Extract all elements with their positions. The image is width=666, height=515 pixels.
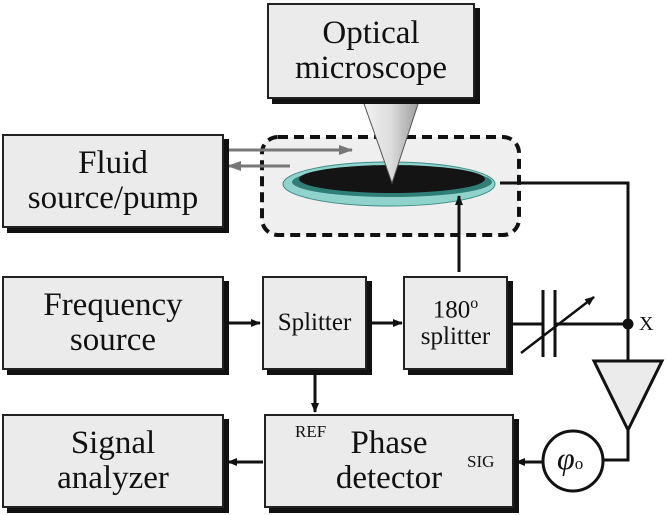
splitter-label: Splitter: [277, 308, 352, 336]
degree-symbol: o: [470, 295, 479, 313]
ref-port-label: REF: [295, 422, 327, 441]
optical-microscope-line2: microscope: [294, 50, 448, 86]
optical-microscope-block: Optical microscope: [267, 3, 475, 99]
frequency-source-line2: source: [69, 322, 157, 358]
frequency-source-block: Frequency source: [2, 276, 224, 370]
phase-detector-line2: detector: [335, 460, 443, 496]
splitter-180-line2: splitter: [420, 322, 491, 350]
phase-shifter-label: φo: [557, 440, 583, 477]
signal-analyzer-block: Signal analyzer: [2, 414, 224, 508]
splitter-block: Splitter: [262, 276, 367, 370]
fluid-source-line2: source/pump: [27, 180, 199, 216]
sig-port-label: SIG: [467, 452, 495, 471]
frequency-source-line1: Frequency: [43, 287, 183, 324]
wire-disc-to-x: [500, 181, 630, 324]
fluid-source-line1: Fluid: [78, 145, 148, 182]
node-x-label: X: [639, 313, 654, 335]
phase-detector-line1: Phase: [350, 425, 428, 462]
splitter-180-block: 180o splitter: [403, 276, 508, 370]
splitter-180-line1: 180o: [432, 295, 479, 324]
variable-capacitor-icon: [520, 290, 595, 357]
phi-subscript: o: [574, 454, 584, 473]
node-x-dot: [622, 318, 634, 330]
phase-detector-block: Phase detector: [264, 414, 514, 508]
optical-microscope-line1: Optical: [322, 15, 420, 52]
splitter-180-degrees: 180: [432, 296, 471, 324]
signal-analyzer-line1: Signal: [70, 425, 156, 462]
phase-shifter-circle: [541, 429, 605, 493]
amplifier-icon: [591, 359, 665, 434]
phi-symbol: φ: [557, 440, 575, 476]
fluid-source-block: Fluid source/pump: [2, 134, 224, 228]
signal-analyzer-line2: analyzer: [57, 460, 169, 496]
wire-amp-to-phaseshift: [603, 430, 630, 462]
